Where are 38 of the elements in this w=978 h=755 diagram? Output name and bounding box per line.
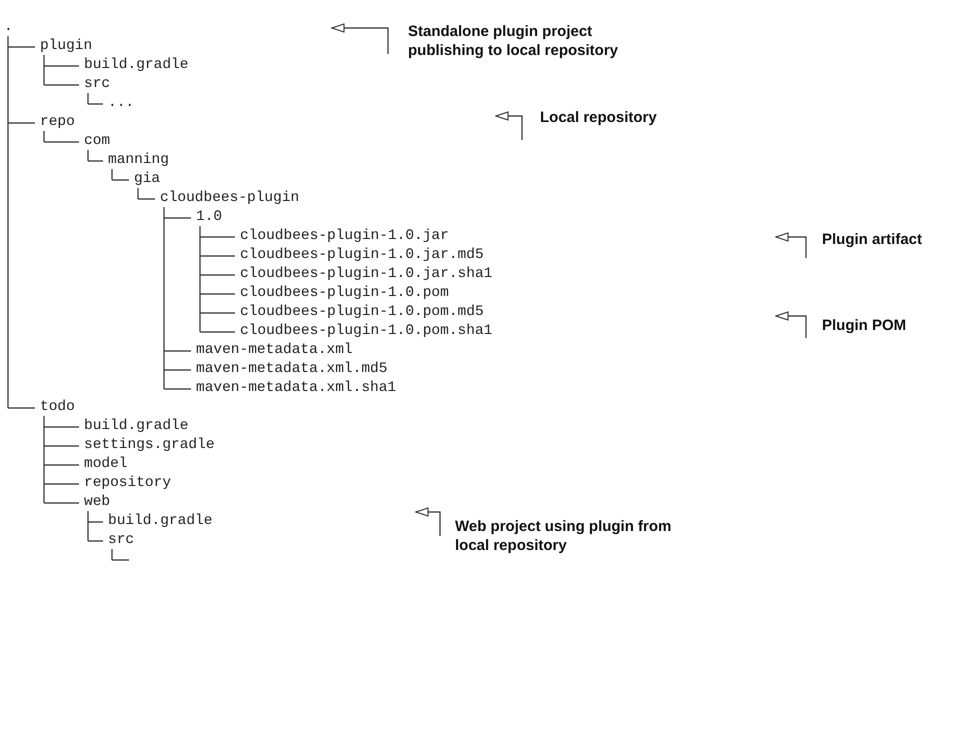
- callout-text: Standalone plugin project publishing to local repository: [408, 22, 658, 60]
- file-tree-entry: cloudbees-plugin-1.0.jar.sha1: [240, 265, 492, 283]
- leader-arrow: [776, 232, 807, 258]
- file-tree-entry: manning: [108, 151, 169, 169]
- file-tree-entry: maven-metadata.xml.sha1: [196, 379, 396, 397]
- file-tree-entry: ...: [108, 94, 134, 112]
- file-tree-entry: todo: [40, 398, 75, 416]
- file-tree-entry: model: [84, 455, 128, 473]
- leader-arrow: [496, 112, 523, 140]
- file-tree-entry: cloudbees-plugin-1.0.pom: [240, 284, 449, 302]
- file-tree-entry: cloudbees-plugin: [160, 189, 300, 207]
- file-tree-entry: build.gradle: [84, 417, 188, 435]
- callout-text: Local repository: [540, 108, 690, 127]
- leader-arrow: [416, 508, 441, 536]
- file-tree-entry: cloudbees-plugin-1.0.jar: [240, 227, 449, 245]
- file-tree-entry: repository: [84, 474, 172, 492]
- file-tree-entry: 1.0: [196, 208, 222, 226]
- file-tree-entry: web: [84, 493, 110, 511]
- file-tree-entry: maven-metadata.xml: [196, 341, 353, 359]
- file-tree-entry: src: [108, 531, 134, 549]
- callout-text: Plugin artifact: [822, 230, 978, 249]
- callout-text: Web project using plugin from local repository: [455, 517, 675, 555]
- file-tree-entry: gia: [134, 170, 160, 188]
- file-tree-entry: cloudbees-plugin-1.0.jar.md5: [240, 246, 484, 264]
- file-tree-entry: maven-metadata.xml.md5: [196, 360, 388, 378]
- callout-text: Plugin POM: [822, 316, 972, 335]
- file-tree-entry: repo: [40, 113, 75, 131]
- file-tree-entry: cloudbees-plugin-1.0.pom.sha1: [240, 322, 492, 340]
- file-tree-entry: cloudbees-plugin-1.0.pom.md5: [240, 303, 484, 321]
- file-tree-entry: src: [84, 75, 110, 93]
- leader-arrow: [332, 24, 389, 54]
- file-tree-entry: settings.gradle: [84, 436, 215, 454]
- leader-arrow: [776, 312, 807, 338]
- file-tree-entry: plugin: [40, 37, 92, 55]
- file-tree-entry: .: [4, 18, 13, 36]
- file-tree-entry: build.gradle: [84, 56, 188, 74]
- file-tree-entry: com: [84, 132, 110, 150]
- file-tree-entry: build.gradle: [108, 512, 212, 530]
